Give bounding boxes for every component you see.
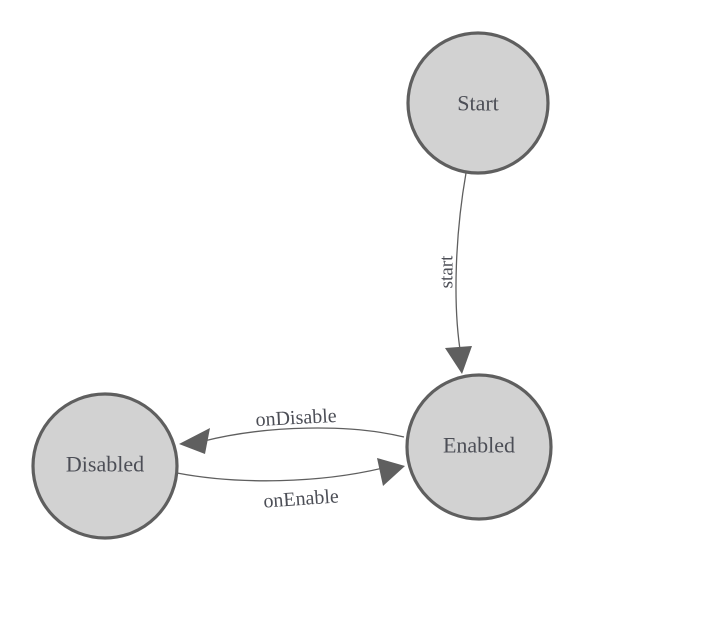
edge-ondisable-line xyxy=(203,427,405,442)
node-start-label: Start xyxy=(457,91,499,116)
node-enabled-circle xyxy=(405,373,553,521)
edge-onenable-arrowhead-icon xyxy=(377,458,405,486)
edge-label-onenable: onEnable xyxy=(263,485,340,512)
edge-disabled-to-enabled: onEnable xyxy=(176,458,405,513)
node-disabled-label: Disabled xyxy=(66,452,144,477)
edge-label-ondisable: onDisable xyxy=(255,405,337,431)
node-start-circle xyxy=(406,31,550,175)
edge-start-to-enabled: start xyxy=(437,172,472,374)
node-disabled-circle xyxy=(31,392,179,540)
node-enabled: Enabled xyxy=(405,373,553,521)
edge-enabled-to-disabled: onDisable xyxy=(179,405,405,454)
edge-label-start: start xyxy=(437,255,458,288)
node-start: Start xyxy=(406,31,550,175)
edge-start-arrowhead-icon xyxy=(445,346,472,374)
edge-start-line xyxy=(455,172,467,357)
edge-ondisable-arrowhead-icon xyxy=(179,428,210,454)
node-enabled-label: Enabled xyxy=(443,433,515,458)
edge-onenable-line xyxy=(176,467,384,482)
node-disabled: Disabled xyxy=(31,392,179,540)
